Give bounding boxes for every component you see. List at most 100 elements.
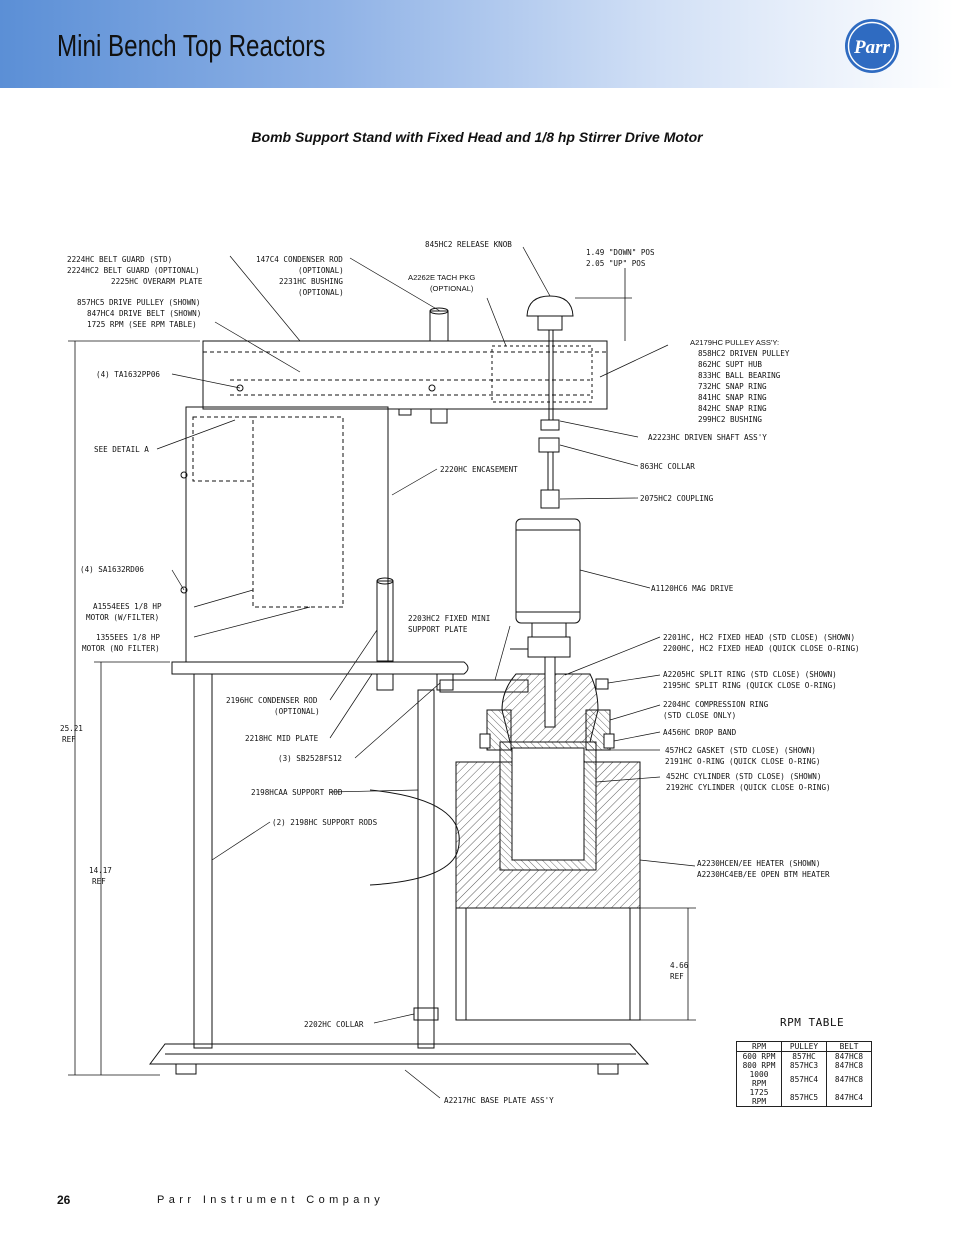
label-sa-screws: (4) SA1632RD06 <box>80 565 144 574</box>
table-row: 600 RPM 857HC 847HC8 <box>736 1051 872 1061</box>
label-compression-ring-1: 2204HC COMPRESSION RING <box>663 700 769 709</box>
belt-cell: 847HC8 <box>826 1070 872 1088</box>
encasement <box>185 406 389 663</box>
label-collar-2202: 2202HC COLLAR <box>304 1020 364 1029</box>
dim-14-value: 14.17 <box>89 866 112 875</box>
label-release-knob: 845HC2 RELEASE KNOB <box>425 240 512 249</box>
label-mid-plate: 2218HC MID PLATE <box>245 734 319 743</box>
logo-text: Parr <box>853 37 891 58</box>
rpm-cell: 800 RPM <box>736 1061 782 1070</box>
label-overarm-plate: 2225HC OVERARM PLATE <box>111 277 203 286</box>
dim-25-value: 25.21 <box>60 724 83 733</box>
label-compression-ring-2: (STD CLOSE ONLY) <box>663 711 736 720</box>
label-cylinder-1: 452HC CYLINDER (STD CLOSE) (SHOWN) <box>666 772 821 781</box>
label-pulley-assy-item-2: 862HC SUPT HUB <box>698 360 762 369</box>
belt-cell: 847HC8 <box>826 1061 872 1070</box>
label-collar-863: 863HC COLLAR <box>640 462 695 471</box>
label-belt-guard-1: 2224HC BELT GUARD (STD) <box>67 255 172 264</box>
label-ta-screws: (4) TA1632PP06 <box>96 370 160 379</box>
condenser-rod-top <box>429 310 449 342</box>
label-condenser-top-3: 2231HC BUSHING <box>279 277 343 286</box>
belt-cell: 847HC8 <box>826 1051 872 1061</box>
label-cylinder-2: 2192HC CYLINDER (QUICK CLOSE O-RING) <box>666 783 831 792</box>
pulley-cell: 857HC3 <box>781 1061 827 1070</box>
label-encasement: 2220HC ENCASEMENT <box>440 465 518 474</box>
table-row: 800 RPM 857HC3 847HC8 <box>736 1061 872 1070</box>
base-plate <box>149 1043 650 1065</box>
label-sb-screws: (3) SB2528FS12 <box>278 754 342 763</box>
dim-14-ref: REF <box>92 877 106 886</box>
label-motor-nofilter-1: 1355EES 1/8 HP <box>96 633 160 642</box>
label-pulley-assy-item-3: 833HC BALL BEARING <box>698 371 781 380</box>
rpm-col-rpm: RPM <box>736 1041 782 1052</box>
table-row: 1725 RPM 857HC5 847HC4 <box>736 1088 872 1107</box>
support-rod-left <box>193 673 213 1049</box>
label-support-rods: (2) 2198HC SUPPORT RODS <box>272 818 378 827</box>
label-heater-2: A2230HC4EB/EE OPEN BTM HEATER <box>697 870 830 879</box>
subtitle: Bomb Support Stand with Fixed Head and 1… <box>251 129 703 145</box>
label-motor-filter-1: A1554EES 1/8 HP <box>93 602 162 611</box>
label-pulley-assy-item-5: 841HC SNAP RING <box>698 393 767 402</box>
label-fixed-head-2: 2200HC, HC2 FIXED HEAD (QUICK CLOSE O-RI… <box>663 644 860 653</box>
label-motor-filter-2: MOTOR (W/FILTER) <box>86 613 159 622</box>
support-rod-right <box>417 689 435 1049</box>
rpm-cell: 600 RPM <box>736 1051 782 1061</box>
label-split-ring-1: A2205HC SPLIT RING (STD CLOSE) (SHOWN) <box>663 670 837 679</box>
belt-guard-housing <box>202 340 608 410</box>
belt-cell: 847HC4 <box>826 1088 872 1107</box>
rpm-table: RPM PULLEY BELT 600 RPM 857HC 847HC8 800… <box>736 1041 872 1107</box>
rpm-col-pulley: PULLEY <box>781 1041 827 1052</box>
label-tach-pkg-2: (OPTIONAL) <box>430 284 474 293</box>
label-support-rod: 2198HCAA SUPPORT ROD <box>251 788 343 797</box>
mag-drive <box>515 518 581 624</box>
label-mag-drive: A1120HC6 MAG DRIVE <box>651 584 734 593</box>
dim-4-ref: REF <box>670 972 684 981</box>
label-base-plate: A2217HC BASE PLATE ASS'Y <box>444 1096 554 1105</box>
mid-plate <box>171 661 469 675</box>
rpm-col-belt: BELT <box>826 1041 872 1052</box>
rpm-cell: 1725 RPM <box>736 1088 782 1107</box>
label-gasket-2: 2191HC O-RING (QUICK CLOSE O-RING) <box>665 757 820 766</box>
label-support-plate-2: SUPPORT PLATE <box>408 625 468 634</box>
label-condenser-mid-1: 2196HC CONDENSER ROD <box>226 696 318 705</box>
label-pulley-assy-item-6: 842HC SNAP RING <box>698 404 767 413</box>
rpm-cell: 1000 RPM <box>736 1070 782 1088</box>
label-see-detail: SEE DETAIL A <box>94 445 149 454</box>
label-tach-pkg-1: A2262E TACH PKG <box>408 273 475 282</box>
label-condenser-top-4: (OPTIONAL) <box>298 288 344 297</box>
label-drive-pulley-1: 857HC5 DRIVE PULLEY (SHOWN) <box>77 298 200 307</box>
label-drop-band: A456HC DROP BAND <box>663 728 737 737</box>
label-heater-1: A2230HCEN/EE HEATER (SHOWN) <box>697 859 820 868</box>
label-drive-pulley-2: 847HC4 DRIVE BELT (SHOWN) <box>87 309 201 318</box>
label-coupling: 2075HC2 COUPLING <box>640 494 714 503</box>
label-belt-guard-2: 2224HC2 BELT GUARD (OPTIONAL) <box>67 266 200 275</box>
parr-logo: Parr <box>845 19 899 73</box>
label-pulley-assy-title: A2179HC PULLEY ASS'Y: <box>690 338 779 347</box>
release-knob <box>526 295 574 317</box>
pulley-cell: 857HC5 <box>781 1088 827 1107</box>
dim-25-ref: REF <box>62 735 76 744</box>
page-number: 26 <box>57 1193 71 1207</box>
label-split-ring-2: 2195HC SPLIT RING (QUICK CLOSE O-RING) <box>663 681 837 690</box>
pulley-cell: 857HC4 <box>781 1070 827 1088</box>
header-band <box>0 0 954 88</box>
label-fixed-head-1: 2201HC, HC2 FIXED HEAD (STD CLOSE) (SHOW… <box>663 633 855 642</box>
label-condenser-top-1: 147C4 CONDENSER ROD <box>256 255 343 264</box>
company-name: Parr Instrument Company <box>157 1194 385 1206</box>
label-pulley-assy-item-7: 299HC2 BUSHING <box>698 415 762 424</box>
label-gasket-1: 457HC2 GASKET (STD CLOSE) (SHOWN) <box>665 746 816 755</box>
dim-4-value: 4.66 <box>670 961 689 970</box>
label-pulley-assy-item-1: 858HC2 DRIVEN PULLEY <box>698 349 790 358</box>
label-drive-pulley-3: 1725 RPM (SEE RPM TABLE) <box>87 320 197 329</box>
label-down-pos: 1.49 "DOWN" POS <box>586 248 655 257</box>
rpm-table-title: RPM TABLE <box>780 1016 845 1029</box>
condenser-rod-mid <box>376 580 394 662</box>
label-motor-nofilter-2: MOTOR (NO FILTER) <box>82 644 160 653</box>
pulley-cell: 857HC <box>781 1051 827 1061</box>
label-up-pos: 2.05 "UP" POS <box>586 259 646 268</box>
label-driven-shaft: A2223HC DRIVEN SHAFT ASS'Y <box>648 433 767 442</box>
label-condenser-top-2: (OPTIONAL) <box>298 266 344 275</box>
label-support-plate-1: 2203HC2 FIXED MINI <box>408 614 490 623</box>
page-title: Mini Bench Top Reactors <box>57 28 326 63</box>
